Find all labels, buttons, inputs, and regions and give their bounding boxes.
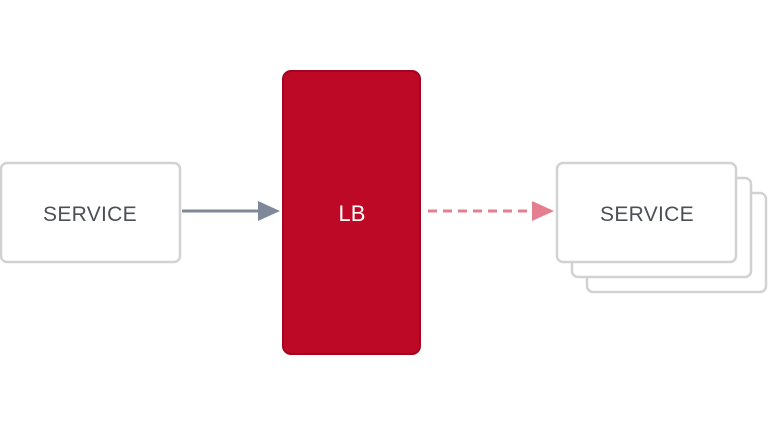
target-service-stack: SERVICE [555, 161, 768, 294]
target-service-label: SERVICE [600, 203, 694, 226]
target-service-box [555, 161, 738, 264]
source-service-label: SERVICE [43, 203, 137, 226]
load-balancer-node: LB [282, 70, 421, 355]
load-balancer-box [282, 70, 421, 355]
source-service-box [0, 161, 182, 264]
load-balancer-label: LB [339, 201, 366, 226]
source-service-node: SERVICE [0, 161, 182, 264]
